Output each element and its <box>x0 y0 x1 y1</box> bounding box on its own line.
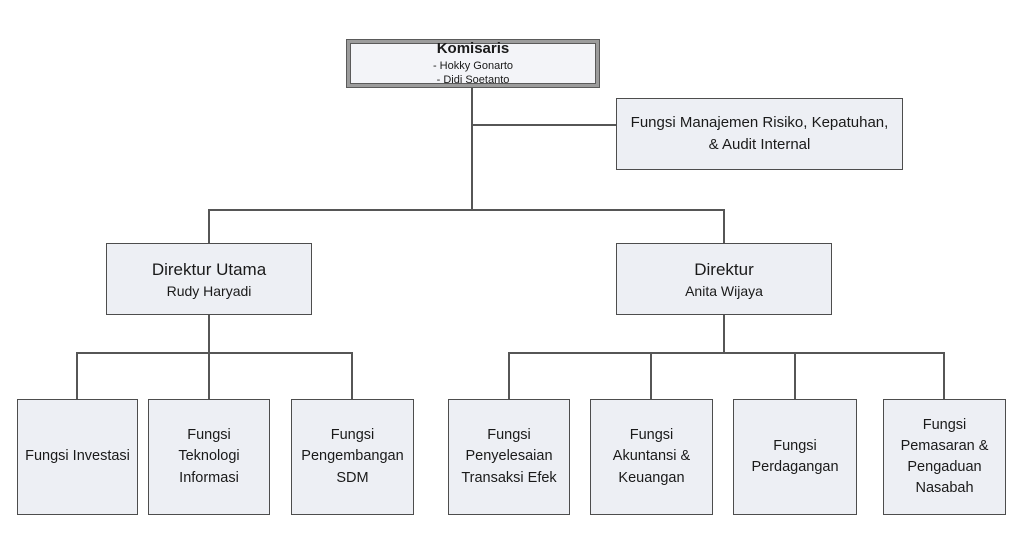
connector-right-branch <box>508 352 945 354</box>
connector-akuntansi-drop <box>650 352 652 399</box>
connector-komisaris-down <box>471 88 473 211</box>
connector-direktur-out <box>723 314 725 354</box>
org-node-fungsi-pemasaran-pengaduan-nasabah: Fungsi Pemasaran & Pengaduan Nasabah <box>883 399 1006 515</box>
fungsi-pemasaran-pengaduan-nasabah-label: Fungsi Pemasaran & Pengaduan Nasabah <box>900 416 989 497</box>
connector-left-branch <box>76 352 353 354</box>
org-node-komisaris: Komisaris - Hokky Gonarto - Didi Soetant… <box>346 39 600 88</box>
direktur-title: Direktur <box>694 259 754 279</box>
connector-penyelesaian-drop <box>508 352 510 399</box>
org-node-fungsi-akuntansi-keuangan: Fungsi Akuntansi & Keuangan <box>590 399 713 515</box>
org-node-fungsi-penyelesaian-transaksi-efek: Fungsi Penyelesaian Transaksi Efek <box>448 399 570 515</box>
fungsi-teknologi-informasi-label: Fungsi Teknologi Informasi <box>178 427 240 486</box>
fungsi-pengembangan-sdm-label: Fungsi Pengembangan SDM <box>301 427 404 486</box>
connector-pemasaran-drop <box>943 352 945 399</box>
connector-perdagangan-drop <box>794 352 796 399</box>
fungsi-perdagangan-label: Fungsi Perdagangan <box>751 437 839 475</box>
direktur-name: Anita Wijaya <box>685 283 763 300</box>
connector-komisaris-risk <box>471 124 617 126</box>
komisaris-member-2: - Didi Soetanto <box>436 73 510 86</box>
org-node-direktur: Direktur Anita Wijaya <box>616 243 832 315</box>
connector-investasi-drop <box>76 352 78 399</box>
komisaris-member-1: - Hokky Gonarto <box>432 59 514 72</box>
komisaris-title: Komisaris <box>436 39 510 57</box>
connector-direktur-utama-out <box>208 314 210 354</box>
org-node-fungsi-perdagangan: Fungsi Perdagangan <box>733 399 857 515</box>
org-node-fungsi-investasi: Fungsi Investasi <box>17 399 138 515</box>
org-node-direktur-utama: Direktur Utama Rudy Haryadi <box>106 243 312 315</box>
connector-teknologi-drop <box>208 352 210 399</box>
fungsi-penyelesaian-transaksi-efek-label: Fungsi Penyelesaian Transaksi Efek <box>461 427 557 486</box>
connector-direktur-utama-in <box>208 209 210 243</box>
direktur-utama-title: Direktur Utama <box>151 259 267 279</box>
org-node-fungsi-teknologi-informasi: Fungsi Teknologi Informasi <box>148 399 270 515</box>
risk-audit-label: Fungsi Manajemen Risiko, Kepatuhan, & Au… <box>630 113 889 154</box>
org-node-risk-audit: Fungsi Manajemen Risiko, Kepatuhan, & Au… <box>616 98 903 170</box>
connector-sdm-drop <box>351 352 353 399</box>
connector-direktur-in <box>723 209 725 243</box>
direktur-utama-name: Rudy Haryadi <box>166 283 252 300</box>
org-node-fungsi-pengembangan-sdm: Fungsi Pengembangan SDM <box>291 399 414 515</box>
fungsi-investasi-label: Fungsi Investasi <box>25 448 130 465</box>
fungsi-akuntansi-keuangan-label: Fungsi Akuntansi & Keuangan <box>612 427 691 486</box>
connector-directors-branch <box>208 209 725 211</box>
